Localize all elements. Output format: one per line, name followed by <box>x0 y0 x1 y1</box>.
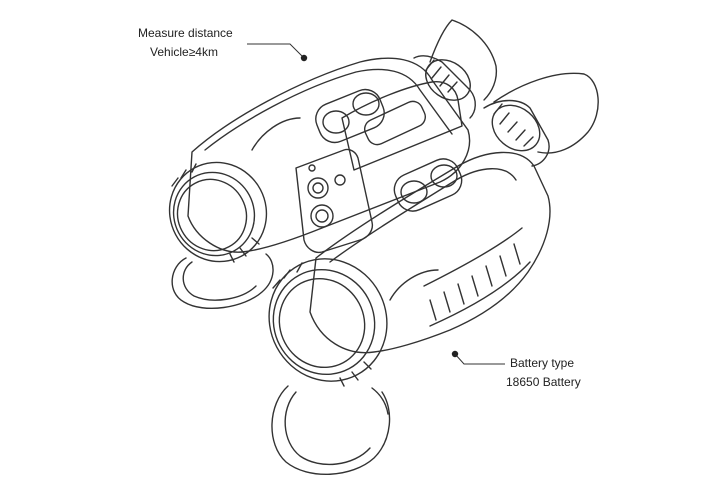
measure-distance-value: Vehicle≥4km <box>150 45 218 59</box>
battery-leader-line <box>454 353 505 365</box>
upper-button-panel <box>315 88 385 144</box>
upper-objective-lens <box>168 161 268 263</box>
battery-type-label: Battery type <box>510 356 575 370</box>
lower-objective-lens <box>268 258 388 387</box>
lower-grip-ribs <box>423 227 531 327</box>
lower-barrel <box>309 151 551 354</box>
battery-type-value: 18650 Battery <box>506 375 581 389</box>
callout-leaders <box>247 43 505 365</box>
battery-callout-dot <box>451 350 459 358</box>
lower-eyecup <box>483 72 599 167</box>
upper-barrel <box>187 57 471 253</box>
measure-callout-dot <box>300 54 308 62</box>
bridge-housing <box>295 81 463 254</box>
lower-button-panel <box>393 158 463 212</box>
measure-leader-line <box>247 43 304 58</box>
lower-lens-cap <box>271 385 391 476</box>
upper-eyecup <box>413 19 498 119</box>
upper-lens-cap <box>171 253 274 309</box>
measure-distance-label: Measure distance <box>138 26 233 40</box>
